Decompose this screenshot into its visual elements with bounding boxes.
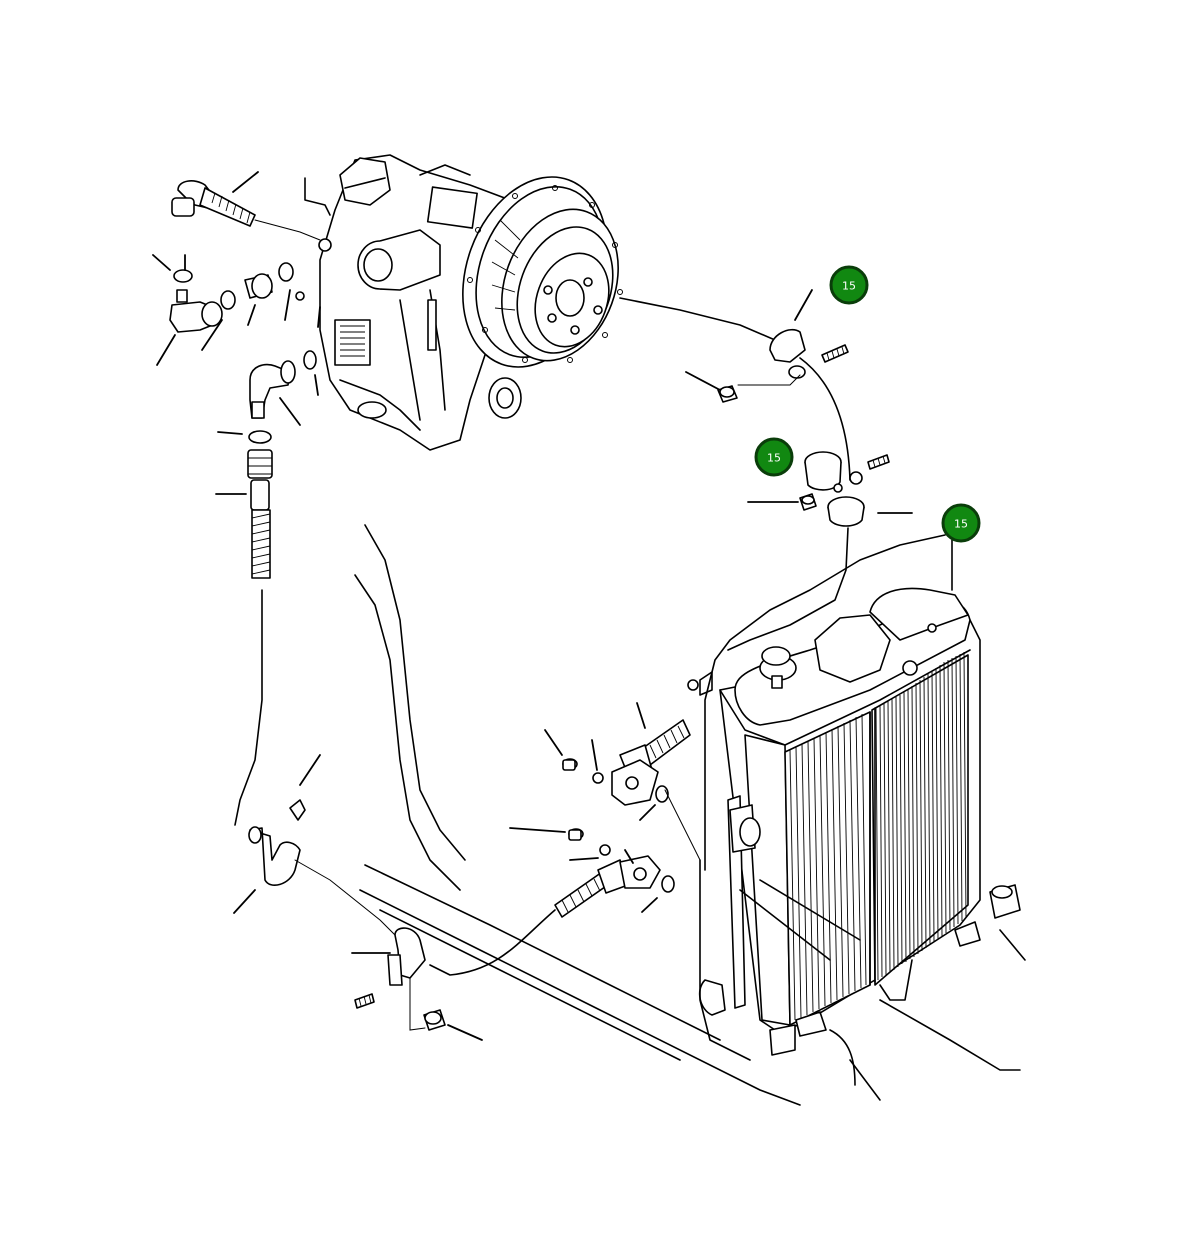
- radiator-core-fins: [789, 651, 967, 1021]
- hotspot-1-label: 15: [842, 280, 856, 293]
- upper-clamps: [619, 297, 953, 871]
- hotspot-3[interactable]: 15: [941, 503, 981, 543]
- transmission-assembly: [304, 154, 623, 451]
- radiator-assembly: [687, 587, 1021, 1086]
- upper-hose-fittings: [169, 180, 321, 826]
- hotspot-2[interactable]: 15: [754, 437, 794, 477]
- lower-fittings: [248, 524, 1026, 1106]
- hotspot-1[interactable]: 15: [829, 265, 869, 305]
- callout-leaders: [152, 171, 913, 1041]
- hotspot-3-label: 15: [954, 518, 968, 531]
- hotspot-2-label: 15: [767, 452, 781, 465]
